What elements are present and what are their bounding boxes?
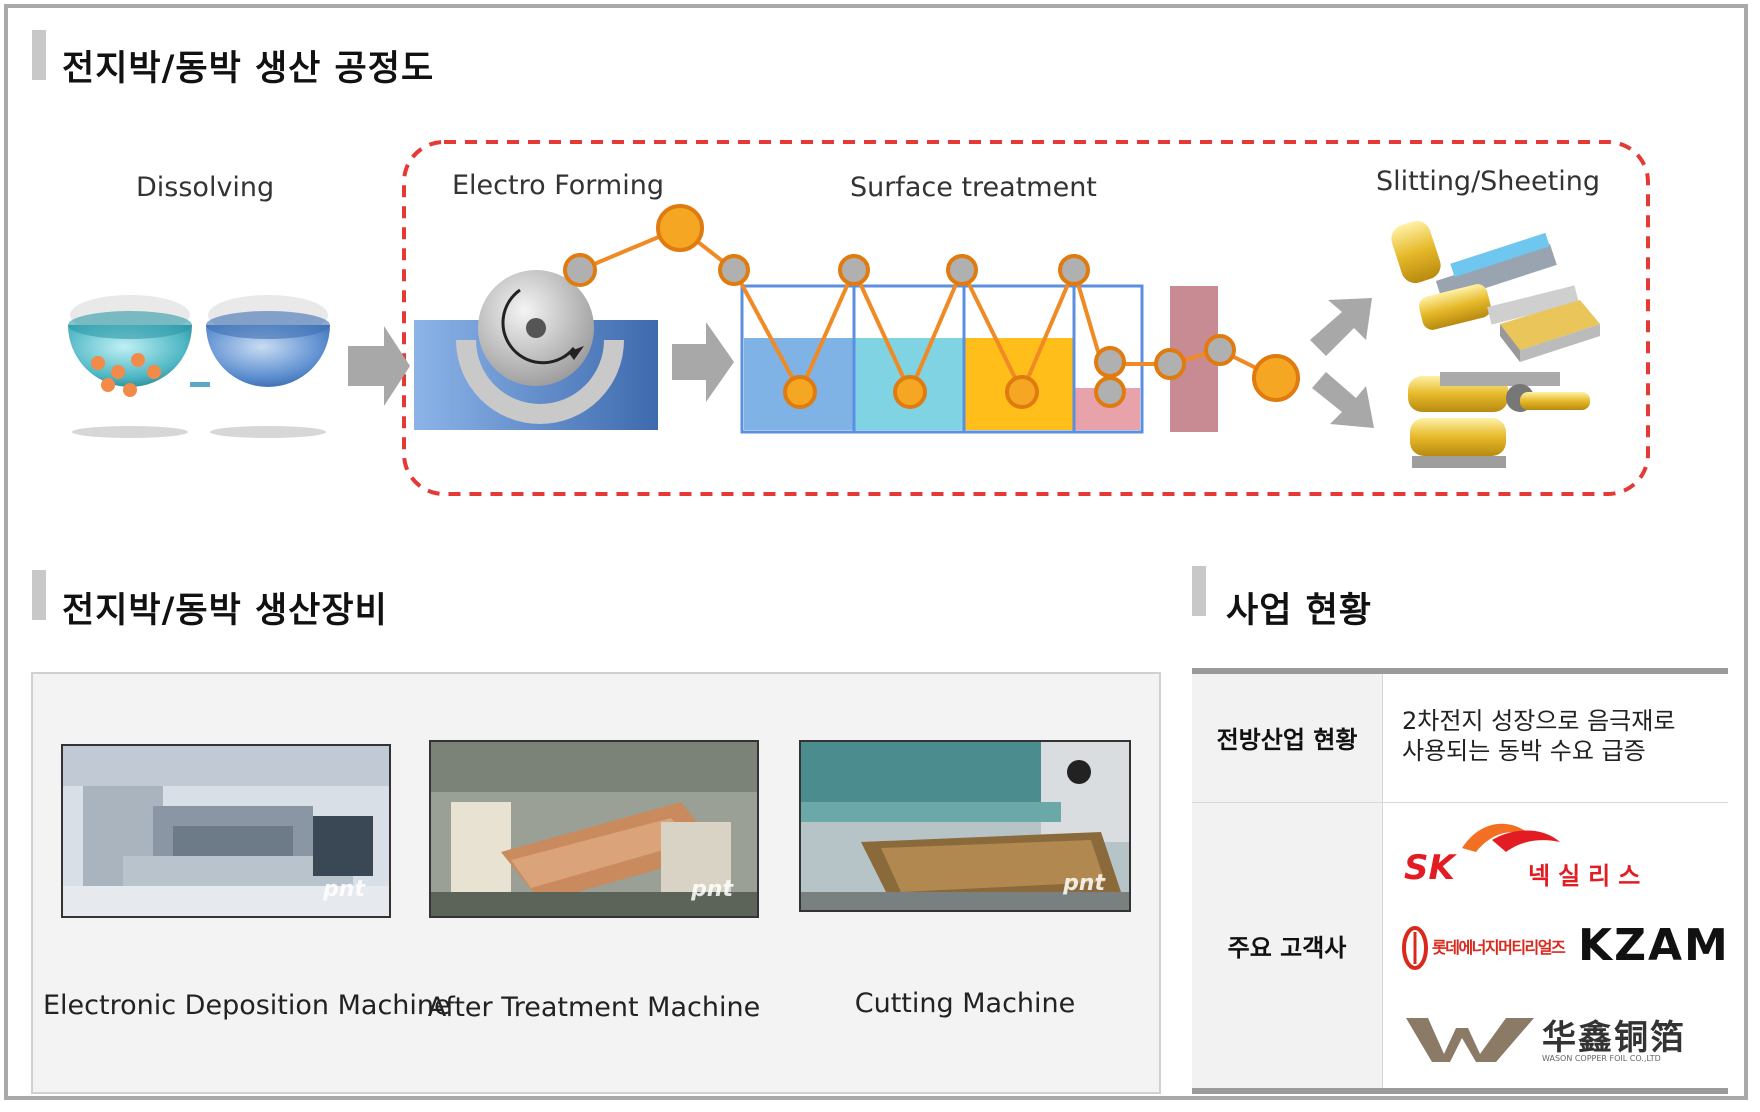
section-marker: [32, 570, 46, 620]
row-header-major-customers: 주요 고객사: [1227, 934, 1347, 962]
sk-butterfly-icon: [1462, 823, 1560, 852]
table-row-rule: [1192, 802, 1728, 803]
flow-arrows: [348, 298, 1374, 428]
process-title: 전지박/동박 생산 공정도: [62, 49, 435, 89]
machine-label-electronic-deposition: Electronic Deposition Machine: [43, 990, 451, 1021]
wason-w-icon: [1406, 1018, 1534, 1062]
table-header-cell: [1192, 674, 1382, 802]
photo-after-treatment-machine: pnt: [429, 740, 759, 918]
step-label-slitting-sheeting: Slitting/Sheeting: [1376, 166, 1600, 197]
wason-copper-logo: 华鑫铜箔 WASON COPPER FOIL CO.,LTD: [1406, 1010, 1716, 1074]
business-title: 사업 현황: [1226, 591, 1372, 631]
machine-label-after-treatment: After Treatment Machine: [427, 992, 761, 1023]
lotte-symbol-icon: [1402, 926, 1428, 970]
equipment-title: 전지박/동박 생산장비: [62, 591, 388, 631]
electro-process-boundary: [402, 140, 1650, 496]
table-bottom-rule: [1192, 1088, 1728, 1094]
step-label-electro-forming: Electro Forming: [452, 170, 664, 201]
equipment-panel: pnt pnt pnt Electronic Deposition Machin…: [31, 672, 1161, 1094]
front-industry-description: 2차전지 성장으로 음극재로 사용되는 동박 수요 급증: [1402, 707, 1676, 765]
slitting-machine: [1391, 220, 1600, 362]
rollers: [563, 204, 1300, 409]
kzam-logo: KZAM: [1578, 920, 1730, 971]
photo-cutting-machine: pnt: [799, 740, 1131, 912]
machine-label-cutting: Cutting Machine: [854, 988, 1076, 1019]
section-marker: [32, 30, 46, 80]
step-label-dissolving: Dissolving: [136, 172, 275, 203]
photo-electronic-deposition-machine: pnt: [61, 744, 391, 918]
photo-watermark: pnt: [1063, 871, 1105, 896]
electro-forming-tank: [414, 270, 658, 430]
table-header-cell: [1192, 803, 1382, 1088]
section-marker: [1192, 566, 1206, 616]
process-diagram: [68, 140, 1650, 496]
photo-watermark: pnt: [323, 877, 365, 902]
sk-nexilis-logo: SK 넥실리스: [1404, 818, 1704, 898]
table-divider: [1382, 674, 1383, 1088]
table-top-rule: [1192, 668, 1728, 674]
surface-treatment-baths: [740, 284, 1218, 434]
sheeting-machine: [1408, 372, 1590, 468]
lotte-logo: 롯데에너지머티리얼즈: [1402, 924, 1572, 974]
dissolving-bowls: [68, 295, 330, 438]
business-table: 전방산업 현황 2차전지 성장으로 음극재로 사용되는 동박 수요 급증 주요 …: [1192, 668, 1728, 1094]
step-label-surface-treatment: Surface treatment: [850, 172, 1097, 203]
photo-watermark: pnt: [691, 877, 733, 902]
row-header-front-industry: 전방산업 현황: [1216, 726, 1358, 754]
